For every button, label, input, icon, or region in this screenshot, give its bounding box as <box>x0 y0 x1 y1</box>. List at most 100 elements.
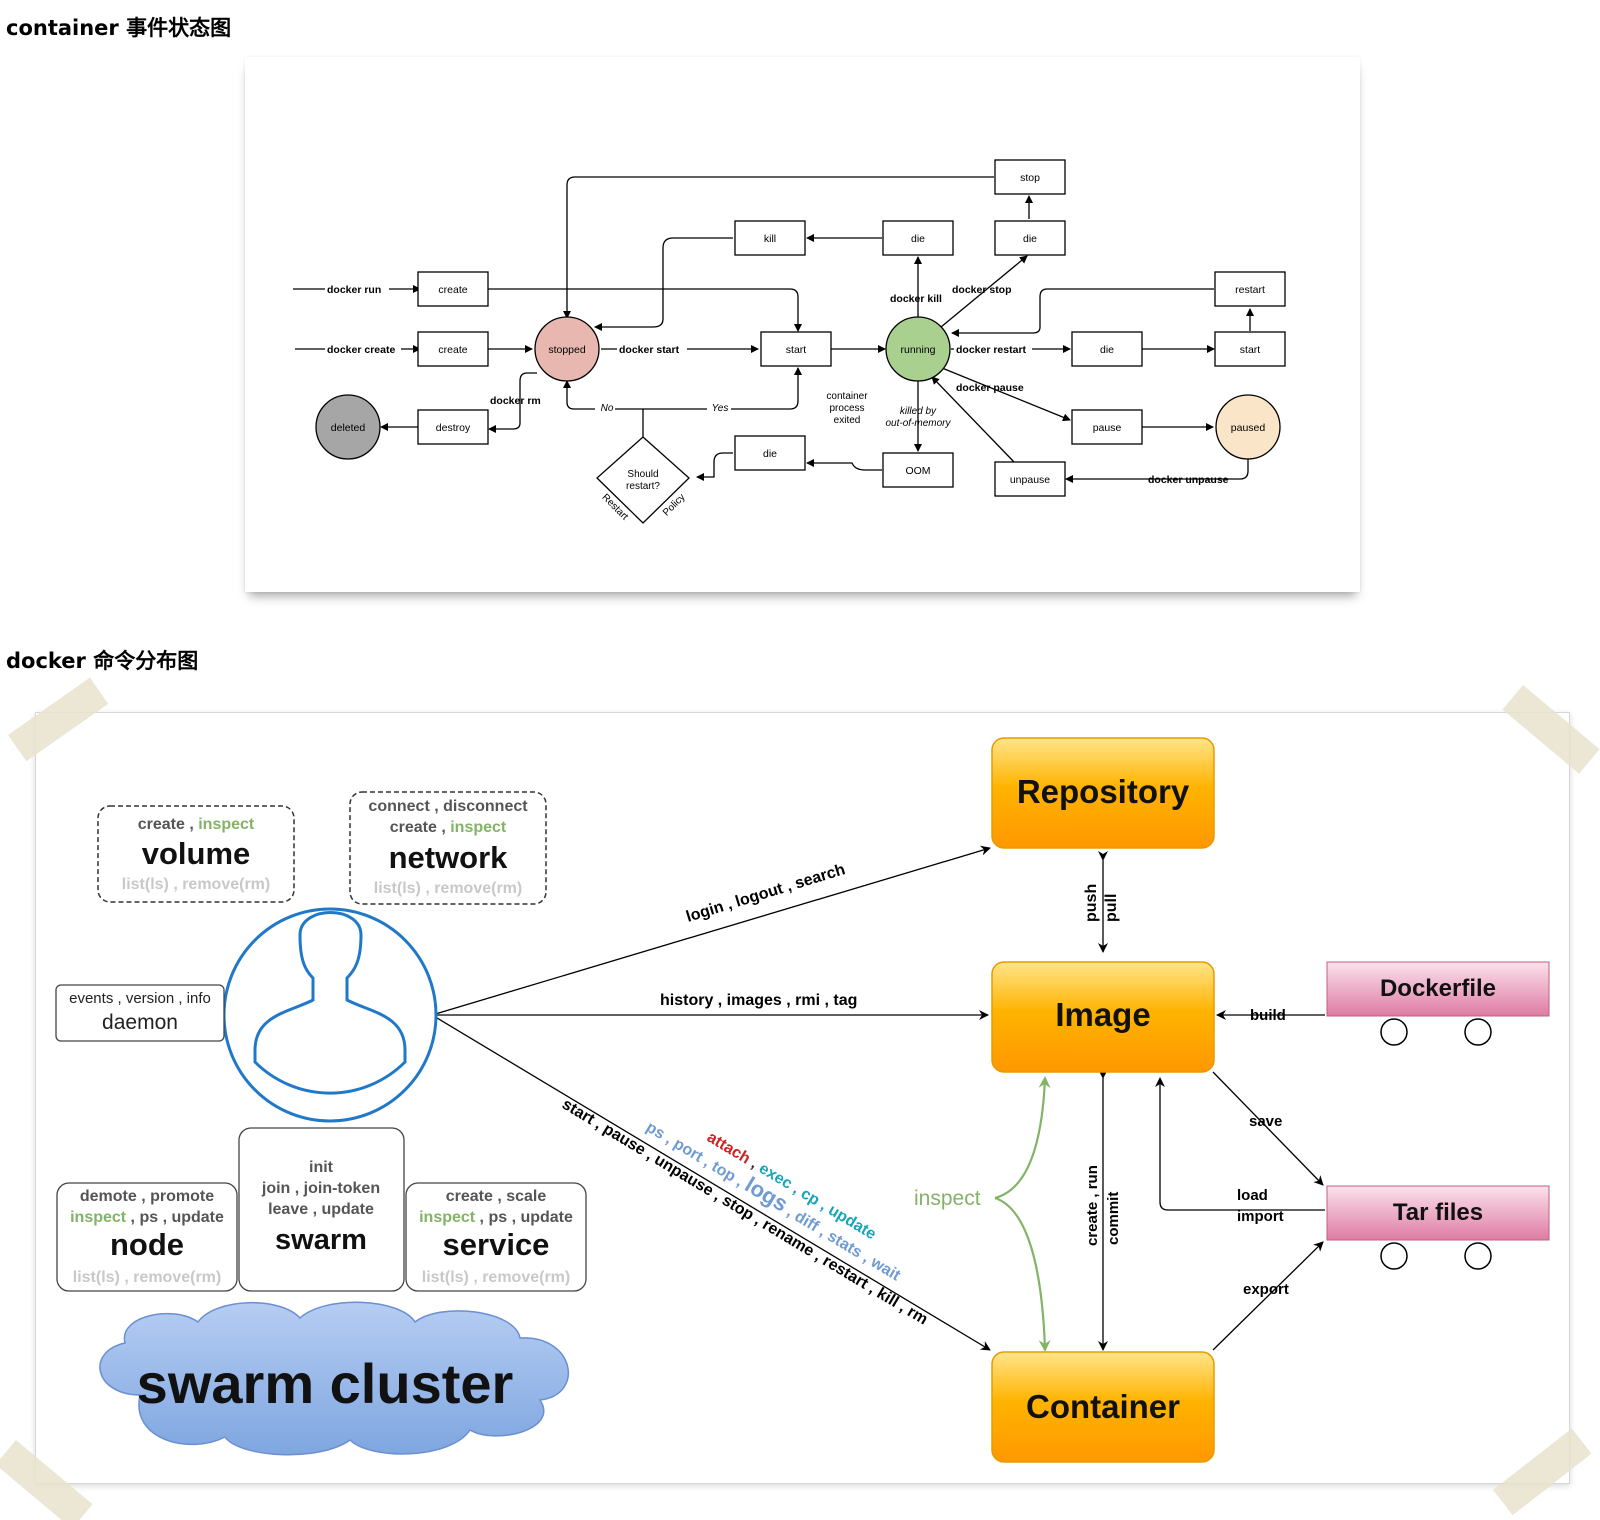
docker-create-label: docker create <box>327 344 395 356</box>
volume-group: create , inspect volume list(ls) , remov… <box>97 805 295 903</box>
start-restart-label: start <box>1240 344 1261 356</box>
pause-label: pause <box>1093 422 1122 434</box>
create-run-label: create , run <box>1084 1165 1101 1246</box>
destroy-box <box>417 409 489 445</box>
volume-inspect: inspect <box>198 816 255 833</box>
node-label: node <box>110 1227 184 1262</box>
network-label: network <box>389 840 509 875</box>
network-create: create <box>390 819 437 836</box>
docker-rm-label: docker rm <box>490 395 541 407</box>
process-exited-line3: exited <box>834 415 861 426</box>
service-ps-update: , ps , update <box>475 1209 573 1226</box>
process-exited-line2: process <box>829 403 864 414</box>
deleted-state <box>315 394 381 460</box>
svg-text:create , inspect: create , inspect <box>138 816 255 833</box>
node-group: demote , promote inspect , ps , update n… <box>56 1182 238 1292</box>
start-label: start <box>786 344 807 356</box>
repository-node: Repository <box>991 737 1215 849</box>
running-label: running <box>900 344 935 356</box>
volume-label: volume <box>142 836 251 871</box>
history-images-label: history , images , rmi , tag <box>660 992 857 1009</box>
docker-run-label: docker run <box>327 284 381 296</box>
attach-commands-line: attach , exec , cp , update <box>704 1129 879 1243</box>
start-box <box>760 331 832 367</box>
start-restart-box <box>1214 331 1286 367</box>
network-list-remove: list(ls) , remove(rm) <box>374 880 522 897</box>
build-label: build <box>1250 1007 1286 1024</box>
decision-line2: restart? <box>626 481 660 492</box>
pull-label: pull <box>1103 894 1120 922</box>
container-label: Container <box>1026 1388 1180 1425</box>
unpause-label: unpause <box>1010 474 1050 486</box>
volume-list-remove: list(ls) , remove(rm) <box>122 876 270 893</box>
lifecycle-commands-label: start , pause , unpause , stop , rename … <box>559 1096 931 1329</box>
paused-state <box>1215 394 1281 460</box>
node-inspect: inspect <box>70 1209 127 1226</box>
yes-label: Yes <box>712 403 729 414</box>
stop-label: stop <box>1020 172 1040 184</box>
node-ps-update: , ps , update <box>126 1209 224 1226</box>
daemon-label: daemon <box>102 1011 178 1034</box>
stop-box <box>994 159 1066 195</box>
export-label: export <box>1243 1281 1289 1298</box>
export-arrow <box>1212 1241 1324 1351</box>
network-group: connect , disconnect create , inspect ne… <box>349 791 547 905</box>
daemon-group: events , version , info daemon <box>55 984 225 1042</box>
cmd-diagram-title: docker 命令分布图 <box>6 649 199 673</box>
destroy-label: destroy <box>436 422 471 434</box>
docker-stop-label: docker stop <box>952 284 1012 296</box>
container-state-diagram: create create destroy kill die die stop … <box>293 159 1286 524</box>
daemon-events-version-info: events , version , info <box>69 990 211 1007</box>
running-state <box>885 316 951 382</box>
svg-text:create , inspect: create , inspect <box>390 819 507 836</box>
swarm-cluster-cloud: swarm cluster <box>99 1301 569 1456</box>
restart-label: restart <box>1235 284 1265 296</box>
commit-label: commit <box>1105 1192 1122 1245</box>
no-label: No <box>601 403 614 414</box>
load-label: load <box>1237 1187 1268 1204</box>
svg-text:inspect , ps , update: inspect , ps , update <box>70 1209 224 1226</box>
die-top-box <box>882 220 954 256</box>
image-node: Image <box>991 961 1215 1073</box>
tape-decorations <box>0 677 1600 1520</box>
swarm-group: init join , join-token leave , update sw… <box>238 1127 405 1292</box>
kill-box <box>734 220 806 256</box>
pause-box <box>1071 409 1143 445</box>
service-list-remove: list(ls) , remove(rm) <box>422 1269 570 1286</box>
volume-create: create <box>138 816 185 833</box>
die-restart-label: die <box>1100 344 1114 356</box>
save-arrow <box>1212 1071 1324 1186</box>
create1-label: create <box>438 284 467 296</box>
docker-restart-label: docker restart <box>956 344 1027 356</box>
stopped-label: stopped <box>548 344 586 356</box>
process-exited-line1: container <box>826 391 868 402</box>
create2-box <box>417 331 489 367</box>
tarfiles-label: Tar files <box>1393 1199 1483 1226</box>
state-diagram-panel: create create destroy kill die die stop … <box>245 57 1360 592</box>
container-node: Container <box>991 1351 1215 1463</box>
dockerfile-node: Dockerfile <box>1326 961 1550 1046</box>
decision-line1: Should <box>627 469 658 480</box>
die-bottom-box <box>734 435 806 471</box>
user-to-container-arrow <box>431 1014 991 1351</box>
die-top-label: die <box>911 233 925 245</box>
inspect-commands-line: ps , port , top , logs , diff , stats , … <box>642 1113 907 1286</box>
kill-label: kill <box>764 233 776 245</box>
deleted-label: deleted <box>331 422 366 434</box>
push-label: push <box>1083 884 1100 922</box>
service-create-scale: create , scale <box>446 1188 547 1205</box>
service-label: service <box>443 1227 550 1262</box>
node-demote-promote: demote , promote <box>80 1188 214 1205</box>
die-bottom-label: die <box>763 448 777 460</box>
swarm-label: swarm <box>275 1224 367 1256</box>
die-stop-box <box>994 220 1066 256</box>
load-import-arrow <box>1155 1077 1325 1211</box>
login-logout-search-label: login , logout , search <box>684 861 847 926</box>
image-label: Image <box>1055 996 1150 1033</box>
should-restart-decision <box>596 436 690 524</box>
docker-start-label: docker start <box>619 344 680 356</box>
user-avatar <box>222 907 438 1123</box>
save-label: save <box>1249 1113 1282 1130</box>
import-label: import <box>1237 1208 1284 1225</box>
